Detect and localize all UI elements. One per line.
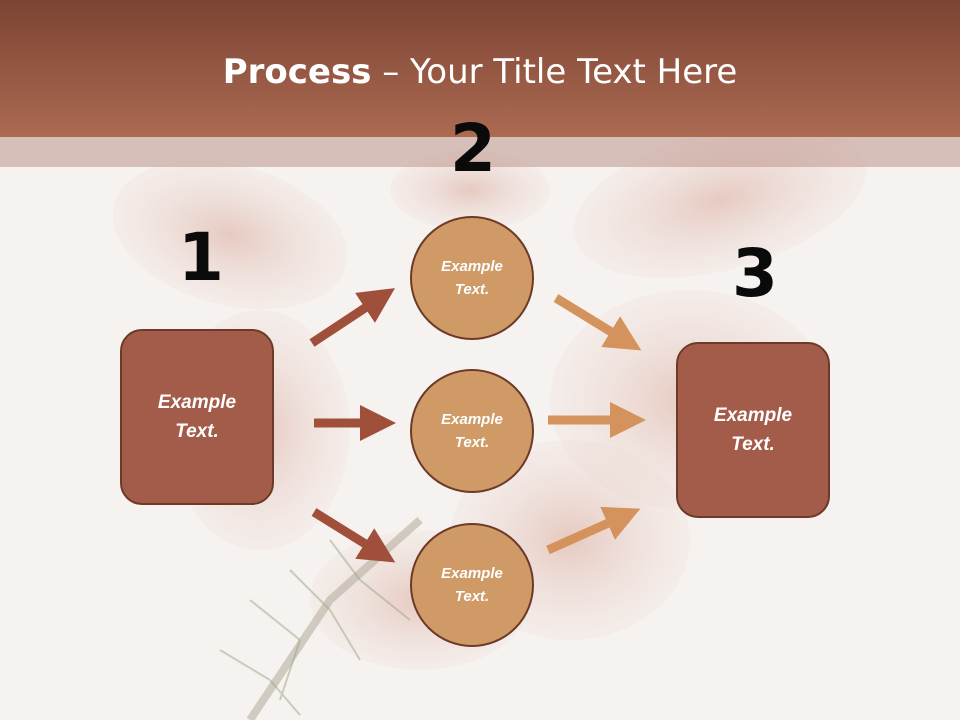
title-rest: – Your Title Text Here [371,52,738,92]
arrow-right-bottom [546,506,641,555]
title-bold: Process [222,52,372,92]
circle-1[interactable]: Example Text. [410,216,534,340]
left-box-line-2: Text. [175,421,219,442]
step-number-1: 1 [178,219,224,296]
arrow-left-bottom [311,508,396,563]
circle-1-text: Example Text. [427,255,517,301]
step-number-2: 2 [450,110,496,187]
step-number-3: 3 [732,235,778,312]
right-box-line-1: Example [713,405,793,426]
circle-1-line-1: Example [441,258,503,275]
circle-3-line-2: Text. [454,588,490,605]
circle-3-line-1: Example [441,565,503,582]
circle-2[interactable]: Example Text. [410,369,534,493]
circle-3-text: Example Text. [427,562,517,608]
circle-1-line-2: Text. [454,281,490,298]
right-box-text: Example Text. [698,401,808,459]
circle-2-line-1: Example [441,411,503,428]
title-bar-band [0,137,960,167]
arrow-left-top [309,288,396,347]
left-box-line-1: Example [157,392,237,413]
left-box[interactable]: Example Text. [120,329,274,505]
right-box[interactable]: Example Text. [676,342,830,518]
page-title: Process – Your Title Text Here [0,52,960,92]
arrow-right-top [553,294,642,351]
left-box-text: Example Text. [142,388,252,446]
title-bar [0,0,960,137]
right-box-line-2: Text. [731,434,775,455]
circle-2-text: Example Text. [427,408,517,454]
circle-2-line-2: Text. [454,434,490,451]
circle-3[interactable]: Example Text. [410,523,534,647]
